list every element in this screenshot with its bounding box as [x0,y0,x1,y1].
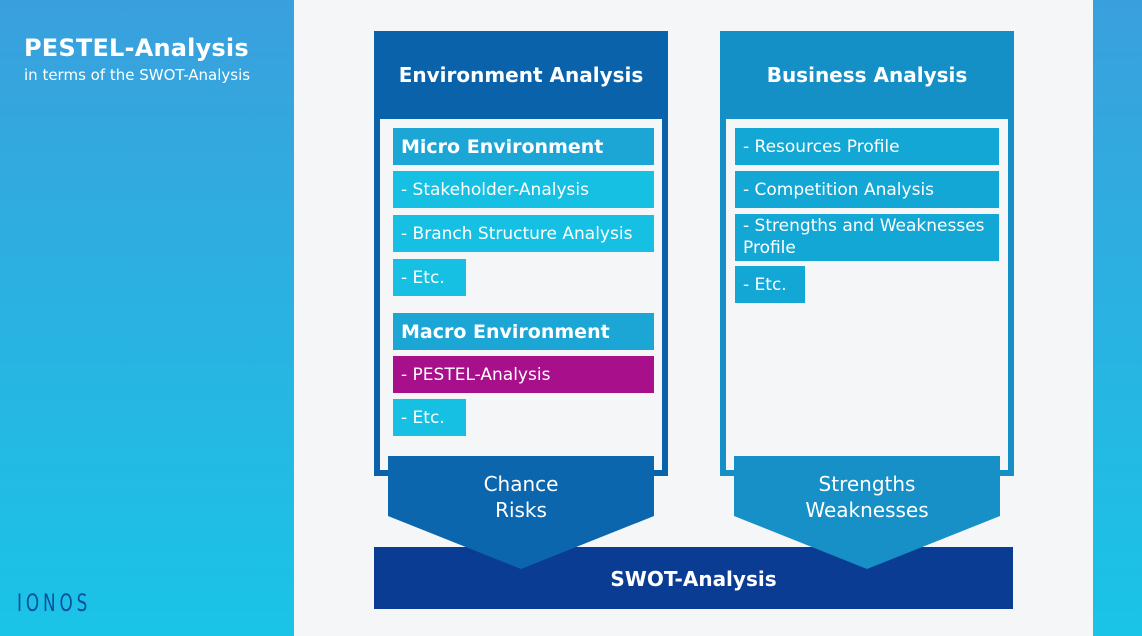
arrow-label-chance: Chance [483,472,559,496]
micro-environment-heading: Micro Environment [393,128,654,165]
business-analysis-body: - Resources Profile - Competition Analys… [726,119,1008,470]
business-analysis-heading: Business Analysis [766,63,968,87]
arrow-label-risks: Risks [495,498,547,522]
business-item-resources: - Resources Profile [735,128,999,165]
business-item-competition: - Competition Analysis [735,171,999,208]
right-sidebar-strip [1093,0,1142,636]
down-arrow-icon [388,456,654,569]
arrow-label-weaknesses: Weaknesses [805,498,929,522]
ionos-logo: IONOS [17,589,92,617]
page-subtitle: in terms of the SWOT-Analysis [24,66,251,84]
strengths-weaknesses-arrow: Strengths Weaknesses [734,456,1000,569]
business-item-strengths-weaknesses: - Strengths and Weaknesses Profile [735,214,999,261]
environment-analysis-body: Micro Environment - Stakeholder-Analysis… [380,119,662,470]
business-analysis-column: Business Analysis - Resources Profile - … [720,31,1014,476]
down-arrow-icon [734,456,1000,569]
macro-environment-heading: Macro Environment [393,313,654,350]
chance-risks-arrow: Chance Risks [388,456,654,569]
macro-item-pestel: - PESTEL-Analysis [393,356,654,393]
environment-analysis-column: Environment Analysis Micro Environment -… [374,31,668,476]
micro-item-etc: - Etc. [393,259,466,296]
business-item-etc: - Etc. [735,266,805,303]
left-sidebar-panel: PESTEL-Analysis in terms of the SWOT-Ana… [0,0,294,636]
page-title: PESTEL-Analysis [24,34,249,62]
arrow-label-strengths: Strengths [818,472,916,496]
macro-item-etc: - Etc. [393,399,466,436]
swot-analysis-bar: SWOT-Analysis [374,547,1013,609]
micro-item-branch-structure: - Branch Structure Analysis [393,215,654,252]
environment-analysis-heading: Environment Analysis [398,63,644,87]
micro-item-stakeholder: - Stakeholder-Analysis [393,171,654,208]
